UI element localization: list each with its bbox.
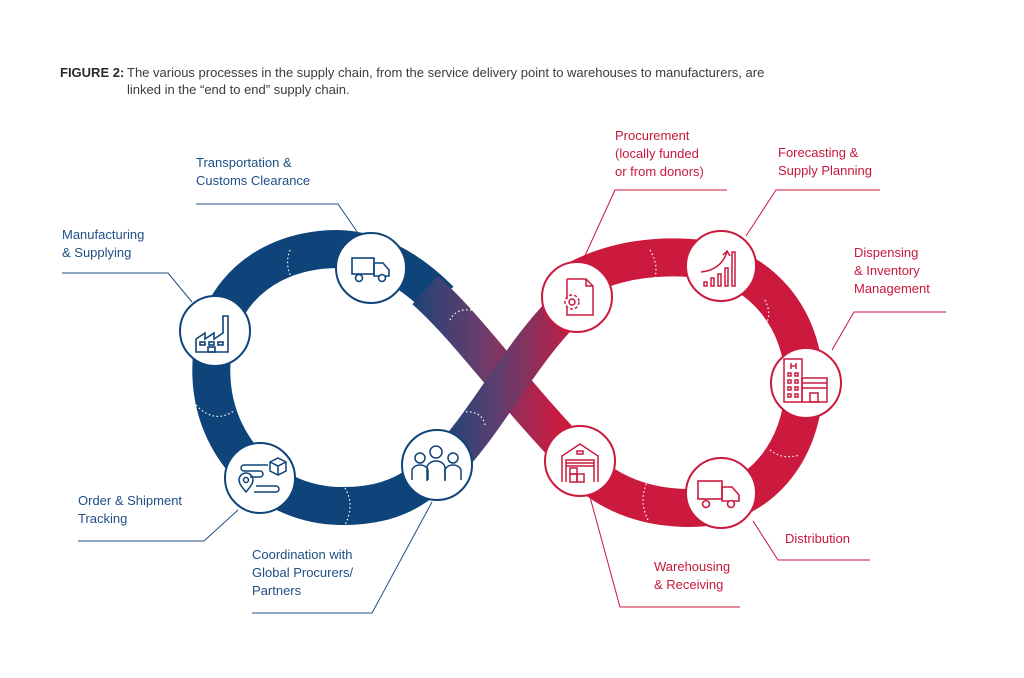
hospital-building-icon [783, 358, 828, 403]
document-gear-icon [564, 278, 594, 316]
factory-icon [195, 315, 229, 353]
truck-icon [351, 257, 390, 283]
segment-separators [195, 249, 801, 526]
people-group-icon [411, 445, 462, 481]
shipment-route-icon [238, 457, 287, 494]
warehouse-icon [561, 443, 599, 483]
growth-chart-icon [700, 249, 736, 287]
stage-transportation [335, 232, 407, 304]
figure-label: FIGURE 2: [60, 65, 125, 80]
stage-dispensing [770, 347, 842, 419]
stage-manufacturing [179, 295, 251, 367]
label-forecasting: Forecasting & Supply Planning [778, 145, 872, 178]
truck-icon [697, 480, 740, 509]
label-manufacturing: Manufacturing & Supplying [62, 227, 145, 260]
stage-order-tracking [224, 442, 296, 514]
label-order-tracking: Order & Shipment Tracking [78, 493, 183, 526]
figure-caption: FIGURE 2:The various processes in the su… [60, 64, 880, 98]
stage-distribution [685, 457, 757, 529]
label-transportation: Transportation & Customs Clearance [196, 155, 311, 188]
caption-line-1: The various processes in the supply chai… [127, 65, 765, 80]
stage-warehousing [544, 425, 616, 497]
stage-coordination [401, 429, 473, 501]
label-procurement: Procurement (locally funded or from dono… [615, 128, 704, 179]
stage-procurement [541, 261, 613, 333]
stage-forecasting [685, 230, 757, 302]
label-coordination: Coordination with Global Procurers/ Part… [252, 547, 354, 598]
leader-lines [62, 189, 946, 614]
label-warehousing: Warehousing & Receiving [654, 559, 731, 592]
label-distribution: Distribution [785, 531, 851, 546]
caption-line-2: linked in the “end to end” supply chain. [127, 82, 350, 97]
label-dispensing: Dispensing & Inventory Management [854, 245, 930, 296]
